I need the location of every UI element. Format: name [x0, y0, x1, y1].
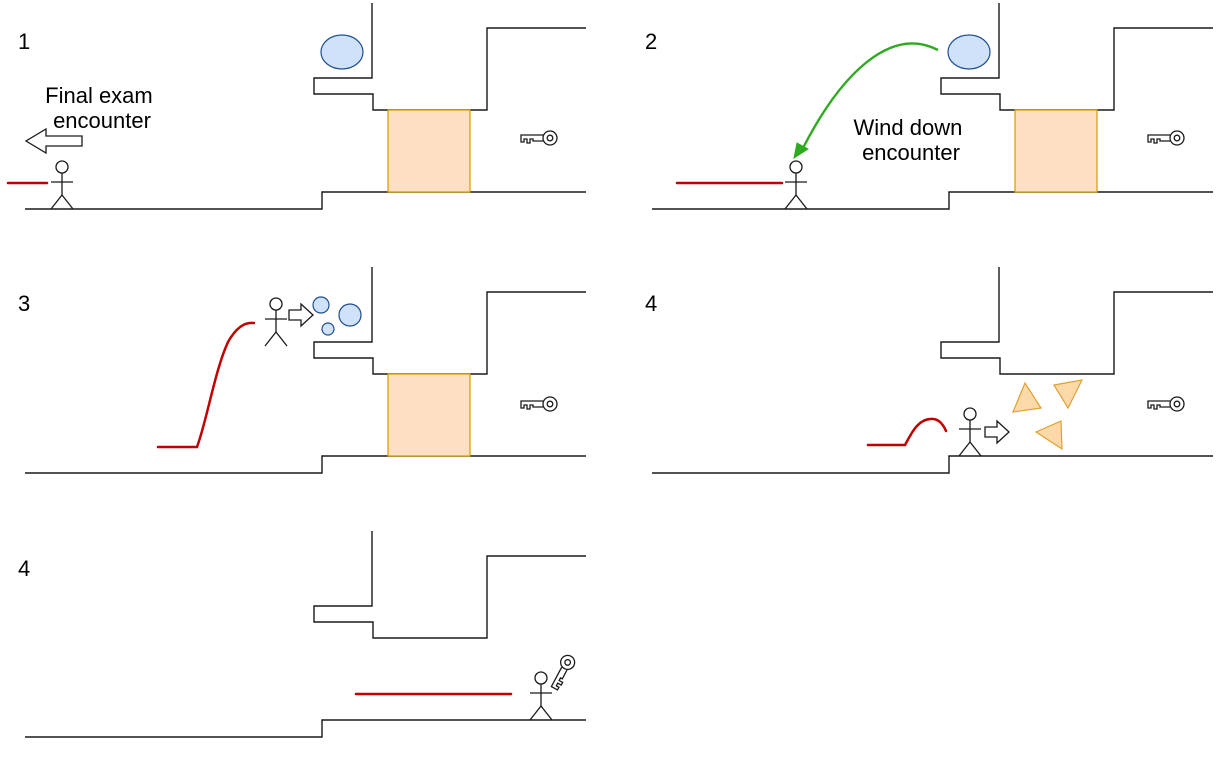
panel-4a: 4	[645, 266, 1214, 474]
caption-line-2: encounter	[862, 140, 960, 165]
panel-4a-number: 4	[645, 291, 657, 316]
terrain	[651, 2, 1214, 210]
rubble-shard-icon	[1053, 379, 1084, 410]
boulder-fragment-icon	[338, 303, 362, 327]
caption-line-1: Wind down	[854, 115, 963, 140]
key-icon	[520, 130, 558, 146]
panel-4b: 4	[18, 530, 587, 738]
key-icon	[520, 396, 558, 412]
stick-figure-icon	[784, 160, 808, 210]
boulder-fragment-icon	[312, 296, 330, 314]
panel-1-caption: Final exam encounter	[45, 83, 159, 133]
player-trail	[156, 321, 256, 449]
terrain	[651, 266, 1214, 474]
panel-2-number: 2	[645, 29, 657, 54]
green-curved-arrow-icon	[800, 42, 939, 151]
panel-3-number: 3	[18, 291, 30, 316]
rubble-shard-icon	[1034, 420, 1063, 451]
stick-figure-icon	[529, 671, 553, 721]
terrain	[24, 266, 587, 474]
stick-figure-icon	[50, 160, 74, 210]
outline-arrow-icon	[288, 303, 314, 327]
door-gate-icon	[1014, 109, 1098, 193]
rubble-shard-icon	[1012, 381, 1043, 413]
outline-arrow-icon	[984, 420, 1010, 444]
panel-2: 2 Wind down encounter	[645, 2, 1214, 210]
boulder-icon	[320, 34, 364, 70]
key-icon	[1147, 396, 1185, 412]
player-trail	[866, 417, 948, 447]
boulder-icon	[947, 34, 991, 70]
door-gate-icon	[387, 109, 471, 193]
stick-figure-icon	[264, 297, 288, 347]
caption-line-1: Final exam	[45, 83, 153, 108]
boulder-fragment-icon	[321, 322, 335, 336]
panel-4b-number: 4	[18, 556, 30, 581]
panel-3: 3	[18, 266, 587, 474]
green-arrow-head	[793, 142, 809, 160]
terrain	[24, 530, 587, 738]
stick-figure-icon	[958, 407, 982, 457]
door-gate-icon	[387, 373, 471, 457]
caption-line-2: encounter	[53, 108, 151, 133]
key-icon	[547, 652, 578, 692]
panel-1-number: 1	[18, 29, 30, 54]
key-icon	[1147, 130, 1185, 146]
panel-1: 1 Final exam encounter	[6, 2, 587, 210]
panel-2-caption: Wind down encounter	[854, 115, 969, 165]
outline-arrow-icon	[24, 127, 83, 155]
